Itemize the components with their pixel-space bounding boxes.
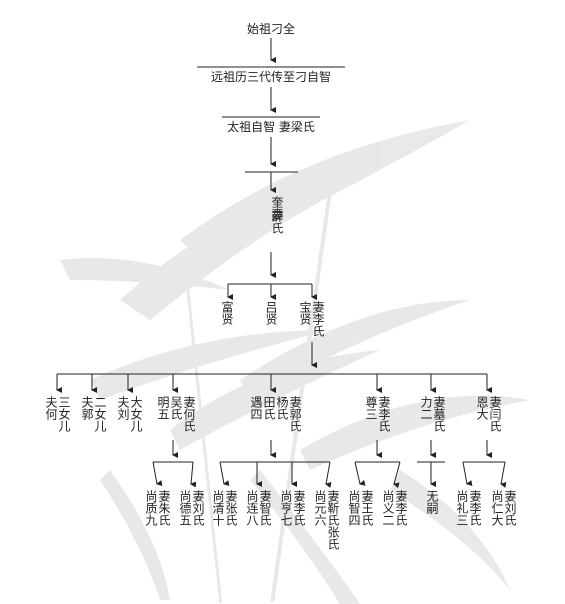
great-ancestor-label: 太祖自智 妻梁氏 [227,120,315,134]
gen7-col-b: 妻张氏 [224,490,238,526]
gen6-col-b: 三女儿 [57,396,71,432]
gen6-col-b: 田氏 [262,396,276,420]
gen6-col-b: 妻李氏 [377,396,391,432]
gen4-col-a: 奎妻 [270,196,284,220]
gen6-col-a: 恩大 [475,396,489,420]
gen7-col-a: 尚德五 [178,490,192,526]
gen7-col-a: 尚连八 [245,490,259,526]
gen6-col-a: 夫何 [44,396,58,420]
gen7-col-b: 妻靳氏张氏 [326,490,340,550]
gen6-col-c: 妻何氏 [182,396,196,432]
gen5-person-spouse: 妻李氏 [311,301,325,337]
ancestor-label: 始祖刁全 [246,22,295,36]
gen7-col-b: 妻智氏 [258,490,272,526]
gen6-col-a: 明五 [156,396,170,420]
gen6-col-b: 大女儿 [129,396,143,432]
gen7-no-heir: 无嗣 [425,490,439,514]
gen6-col-c: 杨氏 [275,396,289,420]
gen7-col-a: 尚智四 [347,490,361,526]
gen7-col-b: 妻刘氏 [503,490,517,526]
gen6-col-a: 尊三 [364,396,378,420]
gen6-col-a: 遇四 [249,396,263,420]
gen7-col-a: 尚仁大 [490,490,504,526]
gen7-col-b: 妻王氏 [360,490,374,526]
gen4-col-b: 薛氏 [270,210,284,234]
gen6-col-b: 妻墓氏 [432,396,446,432]
gen7-col-b: 妻李氏 [468,490,482,526]
bamboo-watermark [60,120,530,604]
gen6-col-b: 二女儿 [93,396,107,432]
gen6-col-b: 吴氏 [169,396,183,420]
gen7-col-a: 尚亨七 [279,490,293,526]
gen5-person: 富贤 [220,301,234,325]
gen6-col-a: 夫刘 [116,396,130,420]
gen6-col-d: 妻郭氏 [288,396,302,432]
gen7-col-b: 妻朱氏 [157,490,171,526]
gen6-col-a: 夫郭 [80,396,94,420]
gen6-col-b: 妻闫氏 [488,396,502,432]
gen7-col-b: 妻李氏 [394,490,408,526]
gen7-col-a: 尚清十 [211,490,225,526]
tree-connectors [56,38,507,489]
gen5-person-name: 宝贤 [298,301,312,325]
gen5-person: 吕贤 [264,301,278,325]
gen7-col-a: 尚元六 [313,490,327,526]
gen6-col-a: 力二 [419,396,433,420]
gen7-col-a: 尚礼三 [455,490,469,526]
gen7-col-b: 妻刘氏 [191,490,205,526]
gen7-col-a: 尚义二 [381,490,395,526]
lineage-label: 远祖历三代传至刁自智 [210,70,331,84]
gen7-col-a: 尚质九 [144,490,158,526]
gen7-col-b: 妻李氏 [292,490,306,526]
